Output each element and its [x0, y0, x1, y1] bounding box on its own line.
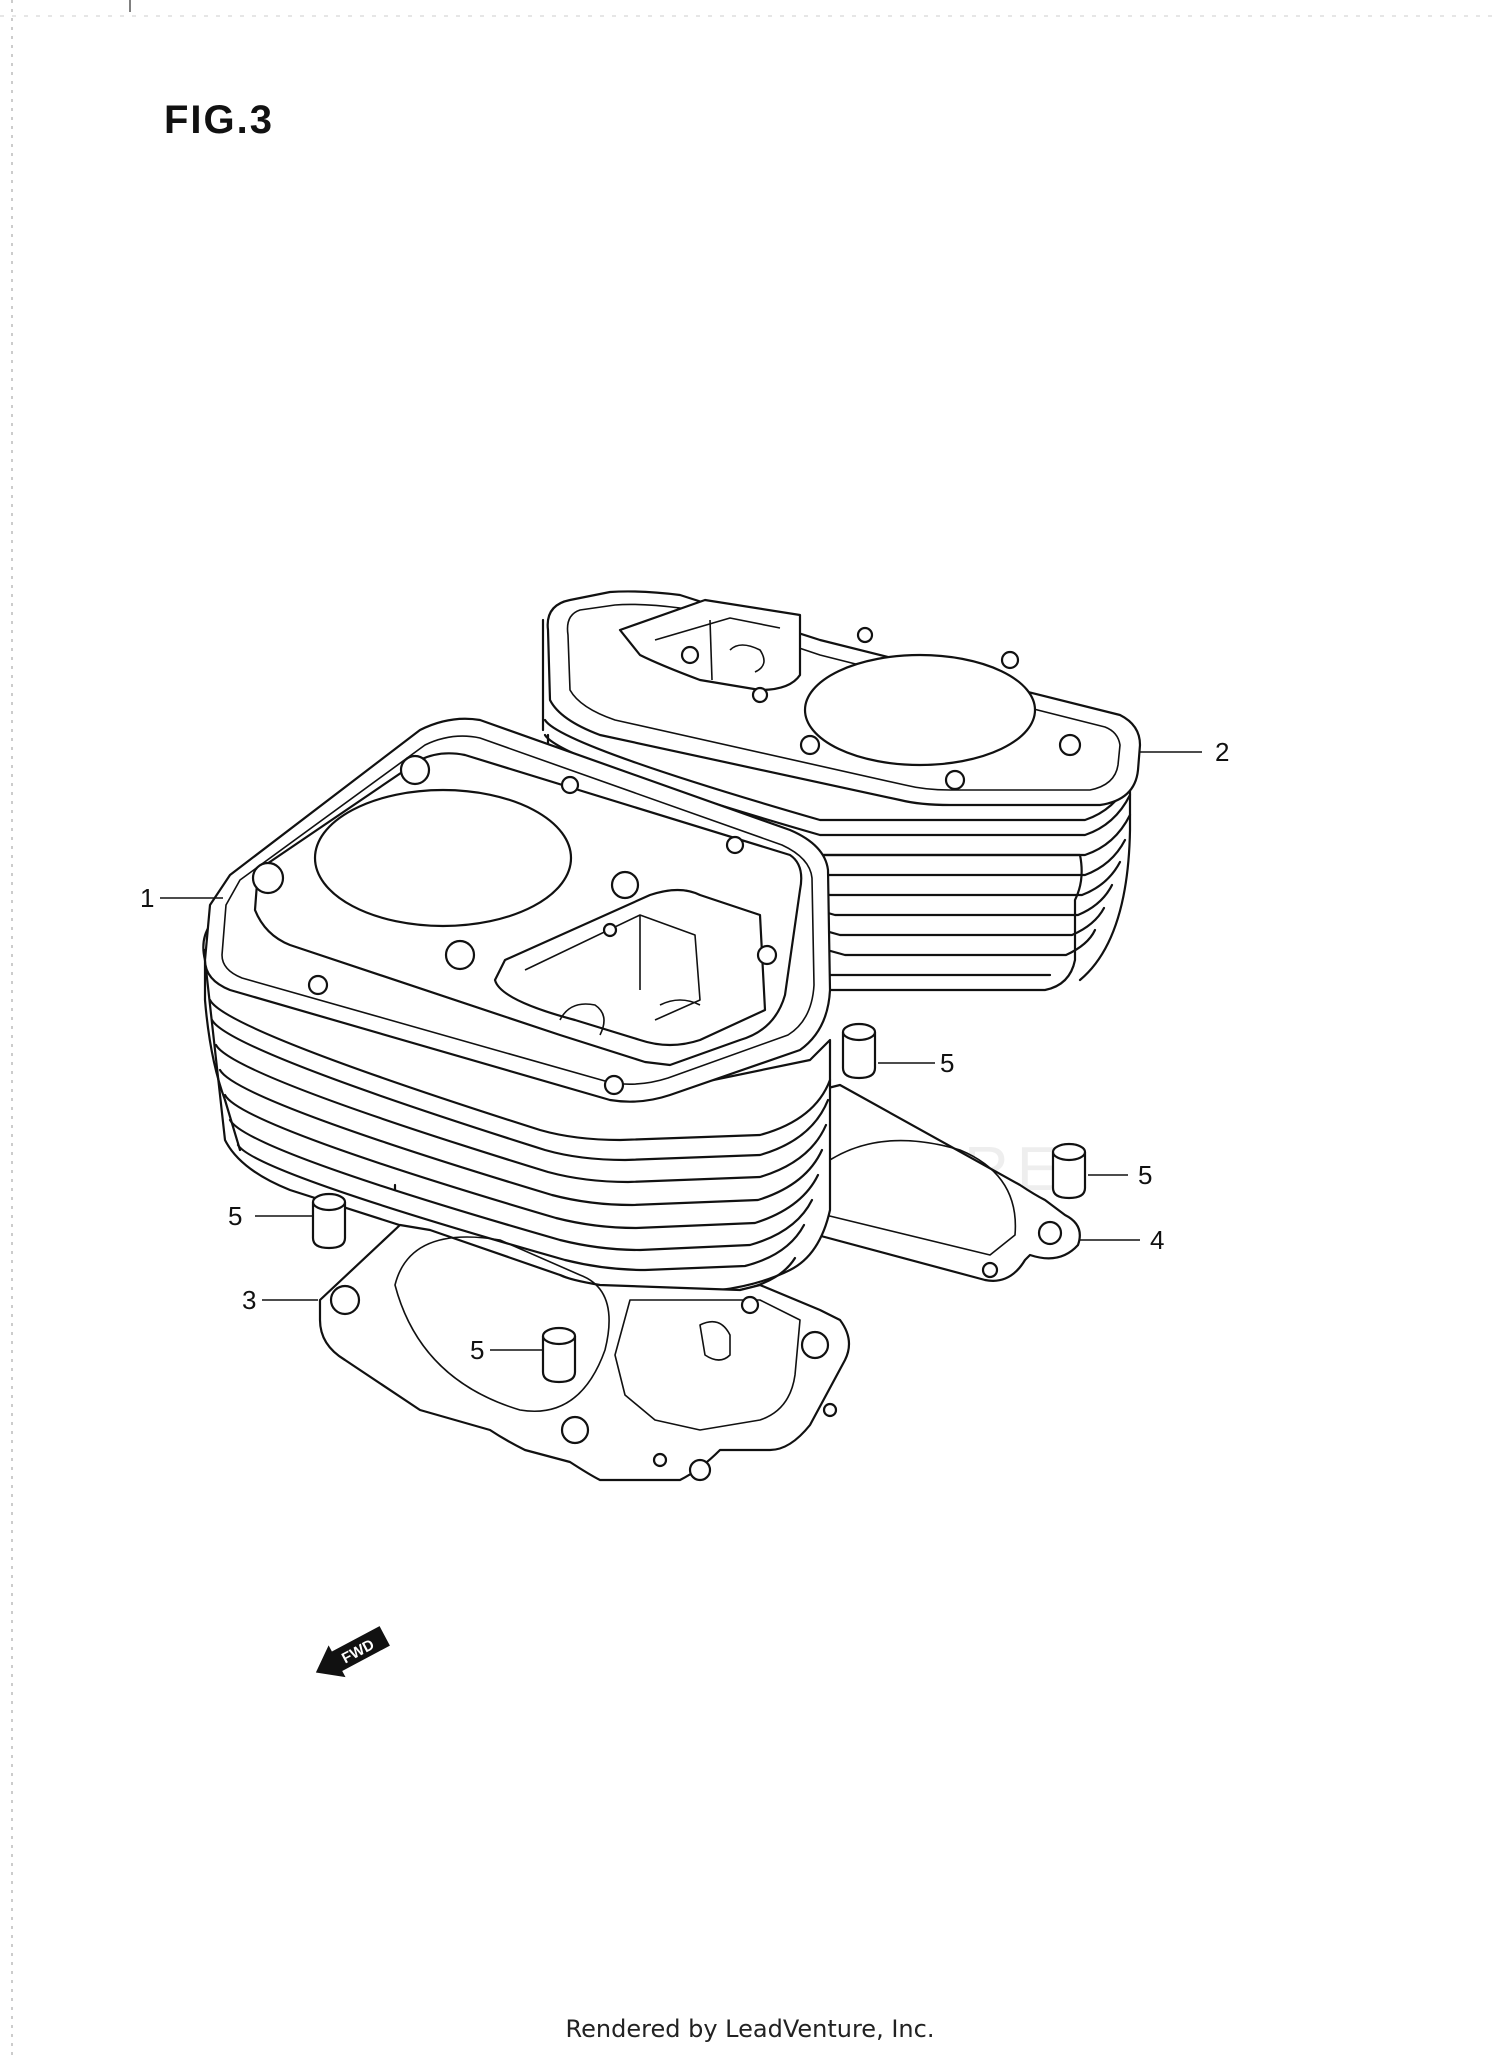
part-2-rear-cylinder: [538, 590, 1142, 992]
callout-5-right: 5: [1138, 1160, 1152, 1190]
callout-2: 2: [1215, 737, 1229, 767]
callout-5-upper: 5: [940, 1048, 954, 1078]
footer-credit: Rendered by LeadVenture, Inc.: [565, 2015, 935, 2043]
callout-5-center: 5: [470, 1335, 484, 1365]
callout-1: 1: [140, 883, 154, 913]
leader-lines: [160, 751, 1202, 1351]
forward-direction-arrow-icon: FWD: [315, 1626, 390, 1678]
figure-title: FIG.3: [164, 98, 275, 142]
callout-4: 4: [1150, 1225, 1164, 1255]
callout-5-left: 5: [228, 1201, 242, 1231]
part-5-dowel-pin-d: [1051, 1142, 1087, 1200]
part-5-dowel-pin-c: [841, 1022, 877, 1080]
callout-3: 3: [242, 1285, 256, 1315]
part-3-base-gasket-front: [318, 1223, 851, 1482]
part-1-front-cylinder: [202, 717, 832, 1294]
part-5-dowel-pin-a: [311, 1192, 347, 1250]
part-5-dowel-pin-b: [541, 1326, 577, 1384]
